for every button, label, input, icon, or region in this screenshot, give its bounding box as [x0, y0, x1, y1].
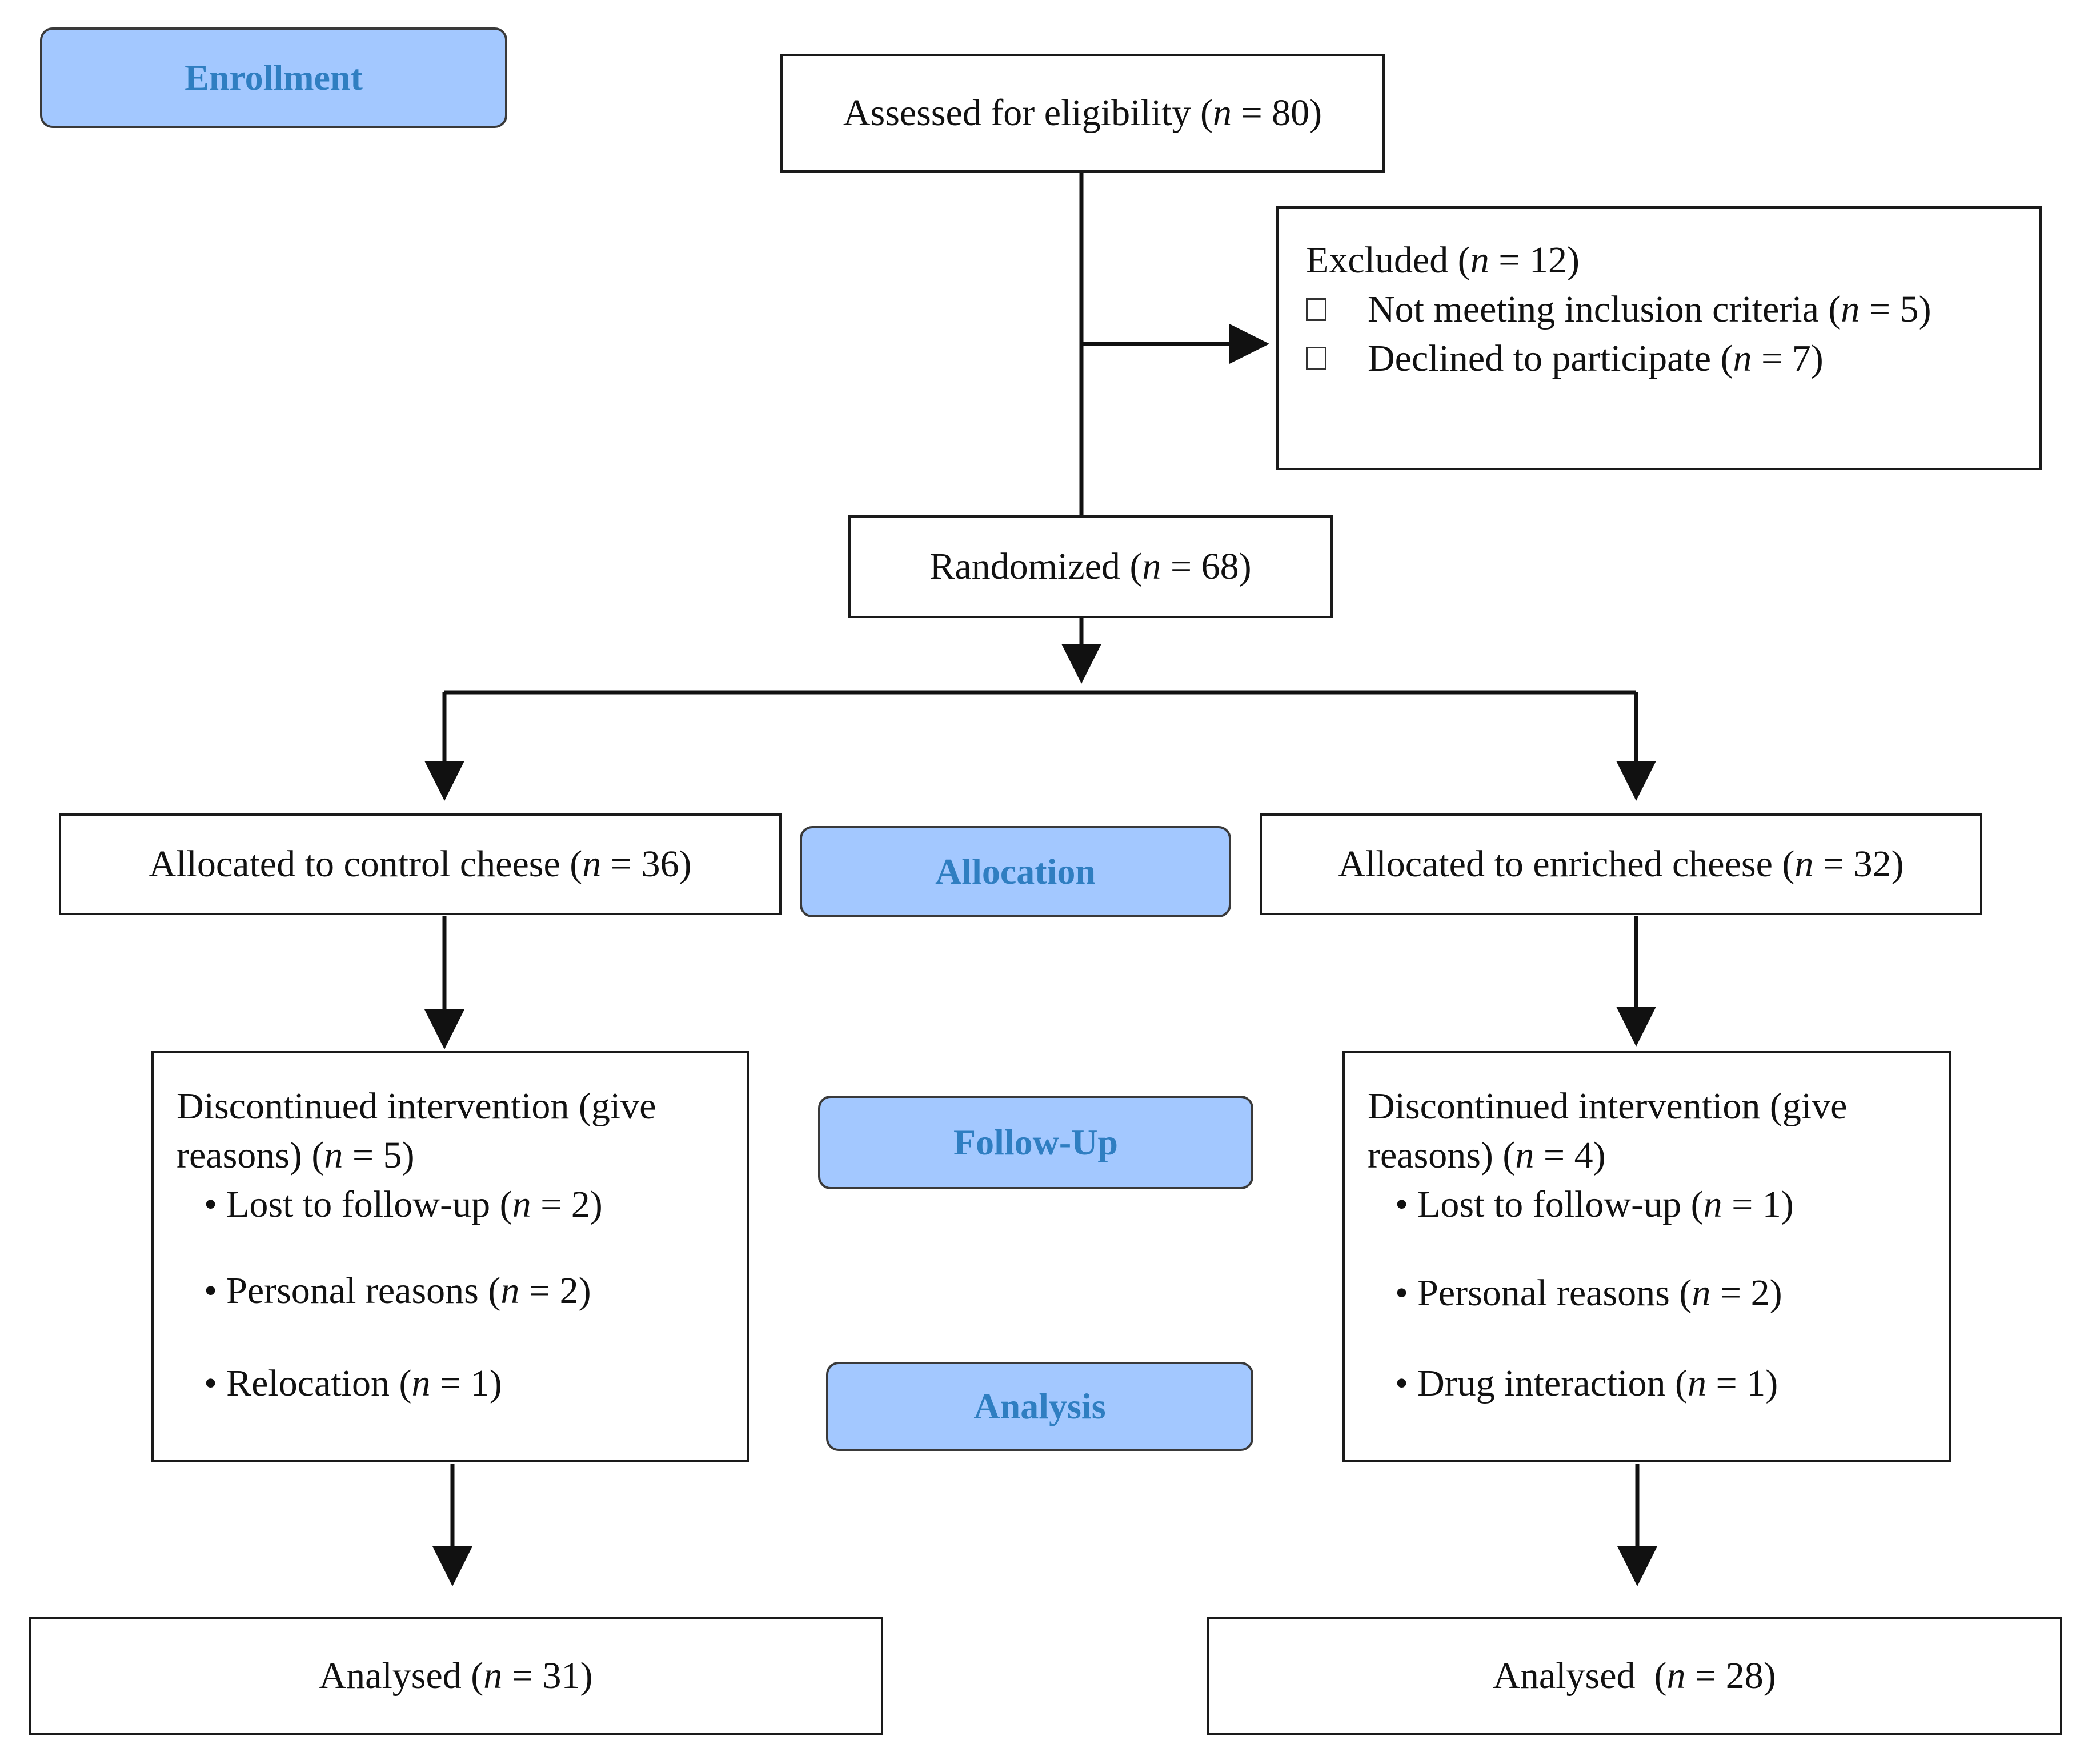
bullet-icon: • — [1395, 1183, 1409, 1225]
control-discontinued-heading: Discontinued intervention (give reasons)… — [177, 1085, 656, 1176]
followup-stage-label: Follow-Up — [818, 1096, 1253, 1189]
bullet-icon: • — [204, 1362, 218, 1405]
enriched-discontinued-heading: Discontinued intervention (give reasons)… — [1368, 1085, 1847, 1176]
enriched-analysed-text: Analysed (n = 28) — [1493, 1655, 1776, 1697]
control-reason-item: •Personal reasons (n = 2) — [204, 1266, 747, 1316]
control-analysed-box: Analysed (n = 31) — [29, 1617, 883, 1735]
reason-n: 2 — [1750, 1272, 1770, 1314]
enriched-allocation-n: 32 — [1853, 843, 1891, 885]
checkbox-icon — [1306, 347, 1326, 370]
checkbox-icon — [1306, 298, 1326, 321]
excluded-item-label: Not meeting inclusion criteria — [1368, 288, 1819, 330]
n-symbol: n — [500, 1270, 520, 1312]
reason-label: Lost to follow-up — [1417, 1183, 1682, 1225]
enriched-allocation-label: Allocated to enriched cheese — [1338, 843, 1773, 885]
excluded-box: Excluded (n = 12) Not meeting inclusion … — [1276, 206, 2042, 470]
bullet-icon: • — [1395, 1362, 1409, 1405]
excluded-item-n: 7 — [1792, 337, 1811, 379]
excluded-item-n: 5 — [1899, 288, 1919, 330]
bullet-icon: • — [204, 1183, 218, 1225]
enriched-analysed-box: Analysed (n = 28) — [1207, 1617, 2062, 1735]
enriched-allocation-box: Allocated to enriched cheese (n = 32) — [1260, 813, 1982, 915]
control-discontinued-box: Discontinued intervention (give reasons)… — [151, 1051, 749, 1462]
n-symbol: n — [512, 1183, 531, 1225]
n-symbol: n — [483, 1655, 503, 1697]
reason-label: Personal reasons — [1417, 1272, 1670, 1314]
assessed-box: Assessed for eligibility (n = 80) — [780, 54, 1385, 173]
control-analysed-text: Analysed (n = 31) — [319, 1655, 593, 1697]
assessed-n: 80 — [1272, 92, 1310, 134]
assessed-label: Assessed for eligibility — [843, 92, 1191, 134]
n-symbol: n — [582, 843, 602, 885]
control-discontinued-reason: Discontinued intervention (give reasons) — [177, 1085, 656, 1176]
excluded-item: Declined to participate (n = 7) — [1306, 334, 2039, 383]
control-reason-item: •Lost to follow-up (n = 2) — [204, 1180, 747, 1229]
excluded-item-label: Declined to participate — [1368, 337, 1712, 379]
assessed-text: Assessed for eligibility (n = 80) — [843, 92, 1322, 134]
reason-n: 2 — [559, 1270, 579, 1312]
n-symbol: n — [1733, 337, 1752, 379]
n-symbol: n — [1794, 843, 1814, 885]
enriched-discontinued-box: Discontinued intervention (give reasons)… — [1342, 1051, 1951, 1462]
n-symbol: n — [1470, 239, 1489, 281]
allocation-label-text: Allocation — [935, 851, 1096, 892]
reason-n: 1 — [470, 1362, 490, 1405]
analysis-label-text: Analysis — [973, 1386, 1106, 1426]
n-symbol: n — [1687, 1362, 1706, 1405]
control-reason-item: •Relocation (n = 1) — [204, 1359, 747, 1408]
randomized-n: 68 — [1201, 546, 1239, 588]
excluded-item: Not meeting inclusion criteria (n = 5) — [1306, 285, 2039, 334]
enriched-reason-item: •Lost to follow-up (n = 1) — [1395, 1180, 1949, 1229]
control-allocation-label: Allocated to control cheese — [149, 843, 560, 885]
control-analysed-n: 31 — [542, 1655, 580, 1697]
reason-label: Personal reasons — [226, 1270, 479, 1312]
n-symbol: n — [1666, 1655, 1686, 1697]
excluded-n: 12 — [1529, 239, 1567, 281]
n-symbol: n — [324, 1134, 343, 1176]
n-symbol: n — [1692, 1272, 1711, 1314]
reason-label: Lost to follow-up — [226, 1183, 491, 1225]
n-symbol: n — [1515, 1134, 1534, 1176]
excluded-label: Excluded — [1306, 239, 1449, 281]
excluded-heading: Excluded (n = 12) — [1306, 239, 1580, 281]
enrollment-stage-label: Enrollment — [40, 27, 507, 128]
analysis-stage-label: Analysis — [826, 1362, 1253, 1451]
randomized-label: Randomized — [929, 546, 1120, 588]
control-allocation-text: Allocated to control cheese (n = 36) — [149, 843, 692, 885]
enriched-discontinued-reason: Discontinued intervention (give reasons) — [1368, 1085, 1847, 1176]
reason-label: Relocation — [226, 1362, 390, 1405]
allocation-stage-label: Allocation — [800, 826, 1231, 917]
n-symbol: n — [1703, 1183, 1722, 1225]
enriched-analysed-n: 28 — [1725, 1655, 1764, 1697]
control-discontinued-n: 5 — [383, 1134, 402, 1176]
enriched-reason-item: •Drug interaction (n = 1) — [1395, 1359, 1949, 1408]
enriched-reason-item: •Personal reasons (n = 2) — [1395, 1269, 1949, 1318]
bullet-icon: • — [204, 1270, 218, 1312]
reason-n: 1 — [1746, 1362, 1766, 1405]
control-allocation-box: Allocated to control cheese (n = 36) — [59, 813, 782, 915]
reason-n: 1 — [1762, 1183, 1781, 1225]
enrollment-label-text: Enrollment — [185, 57, 363, 98]
control-analysed-label: Analysed — [319, 1655, 462, 1697]
control-allocation-n: 36 — [641, 843, 679, 885]
enriched-allocation-text: Allocated to enriched cheese (n = 32) — [1338, 843, 1904, 885]
followup-label-text: Follow-Up — [953, 1122, 1118, 1162]
n-symbol: n — [1841, 288, 1860, 330]
enriched-analysed-label: Analysed — [1493, 1655, 1636, 1697]
n-symbol: n — [1142, 546, 1161, 588]
randomized-text: Randomized (n = 68) — [929, 546, 1252, 588]
enriched-discontinued-n: 4 — [1574, 1134, 1593, 1176]
bullet-icon: • — [1395, 1272, 1409, 1314]
randomized-box: Randomized (n = 68) — [848, 515, 1333, 618]
reason-label: Drug interaction — [1417, 1362, 1666, 1405]
n-symbol: n — [411, 1362, 431, 1405]
reason-n: 2 — [571, 1183, 590, 1225]
n-symbol: n — [1212, 92, 1232, 134]
